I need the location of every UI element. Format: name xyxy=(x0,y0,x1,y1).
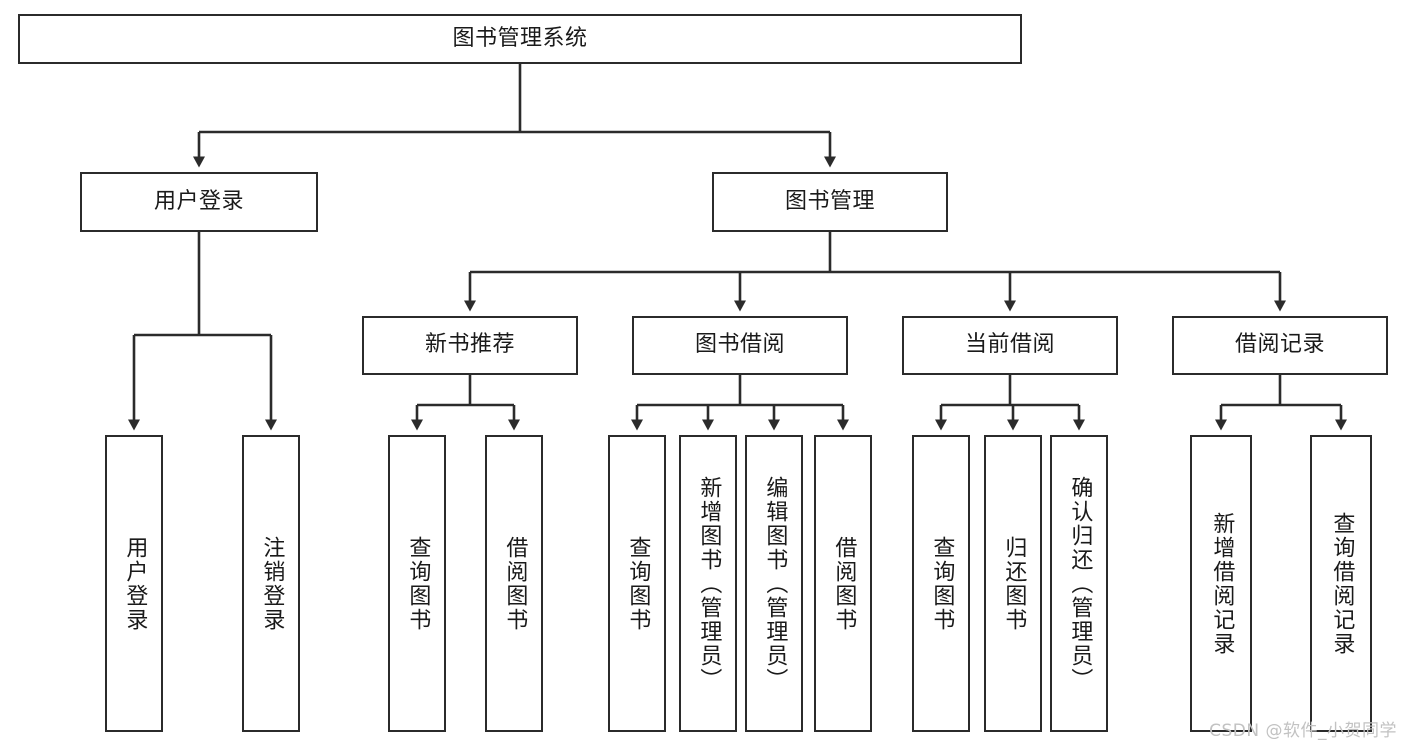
node-root-system[interactable]: 图书管理系统 xyxy=(18,14,1022,64)
node-leaf-search-book[interactable]: 查询图书 xyxy=(608,435,666,732)
node-label: 查询图书 xyxy=(405,535,431,632)
node-label: 用户登录 xyxy=(122,535,148,632)
node-leaf-search-book-current[interactable]: 查询图书 xyxy=(912,435,970,732)
node-leaf-return-book[interactable]: 归还图书 xyxy=(984,435,1042,732)
node-leaf-confirm-return-admin[interactable]: 确认归还（管理员） xyxy=(1050,435,1108,732)
node-leaf-search-borrow-record[interactable]: 查询借阅记录 xyxy=(1310,435,1372,732)
node-label: 借阅记录 xyxy=(1234,332,1325,358)
node-label: 查询图书 xyxy=(929,535,955,632)
node-leaf-search-book-recommend[interactable]: 查询图书 xyxy=(388,435,446,732)
node-label: 查询借阅记录 xyxy=(1329,511,1355,656)
node-leaf-edit-book-admin[interactable]: 编辑图书（管理员） xyxy=(745,435,803,732)
node-current-borrow[interactable]: 当前借阅 xyxy=(902,316,1118,375)
node-label: 新增借阅记录 xyxy=(1209,511,1235,656)
node-new-book-recommend[interactable]: 新书推荐 xyxy=(362,316,578,375)
node-label: 图书管理 xyxy=(784,188,875,214)
node-borrow-record[interactable]: 借阅记录 xyxy=(1172,316,1388,375)
node-leaf-add-book-admin[interactable]: 新增图书（管理员） xyxy=(679,435,737,732)
book-borrow-group-connectors xyxy=(631,375,849,431)
node-label: 新增图书（管理员） xyxy=(696,475,722,692)
node-label: 编辑图书（管理员） xyxy=(762,475,788,692)
node-label: 归还图书 xyxy=(1001,535,1027,632)
node-book-management[interactable]: 图书管理 xyxy=(712,172,948,232)
node-label: 图书借阅 xyxy=(694,332,785,358)
node-label: 注销登录 xyxy=(259,535,285,632)
node-label: 确认归还（管理员） xyxy=(1067,475,1093,692)
node-label: 图书管理系统 xyxy=(452,25,588,51)
borrow-record-group-connectors xyxy=(1215,375,1347,431)
user-login-to-leaves-connectors xyxy=(128,232,277,431)
node-label: 用户登录 xyxy=(153,188,244,214)
node-leaf-user-login[interactable]: 用户登录 xyxy=(105,435,163,732)
node-label: 借阅图书 xyxy=(502,535,528,632)
new-book-group-connectors xyxy=(411,375,520,431)
node-label: 借阅图书 xyxy=(831,535,857,632)
node-leaf-logout[interactable]: 注销登录 xyxy=(242,435,300,732)
node-label: 查询图书 xyxy=(625,535,651,632)
node-label: 新书推荐 xyxy=(424,332,515,358)
node-leaf-add-borrow-record[interactable]: 新增借阅记录 xyxy=(1190,435,1252,732)
node-leaf-borrow-book[interactable]: 借阅图书 xyxy=(814,435,872,732)
node-book-borrow[interactable]: 图书借阅 xyxy=(632,316,848,375)
node-user-login[interactable]: 用户登录 xyxy=(80,172,318,232)
node-leaf-borrow-book-recommend[interactable]: 借阅图书 xyxy=(485,435,543,732)
current-borrow-group-connectors xyxy=(935,375,1085,431)
node-label: 当前借阅 xyxy=(964,332,1055,358)
root-to-level1-connectors xyxy=(193,64,836,168)
book-mgmt-to-level2-connectors xyxy=(464,232,1286,312)
